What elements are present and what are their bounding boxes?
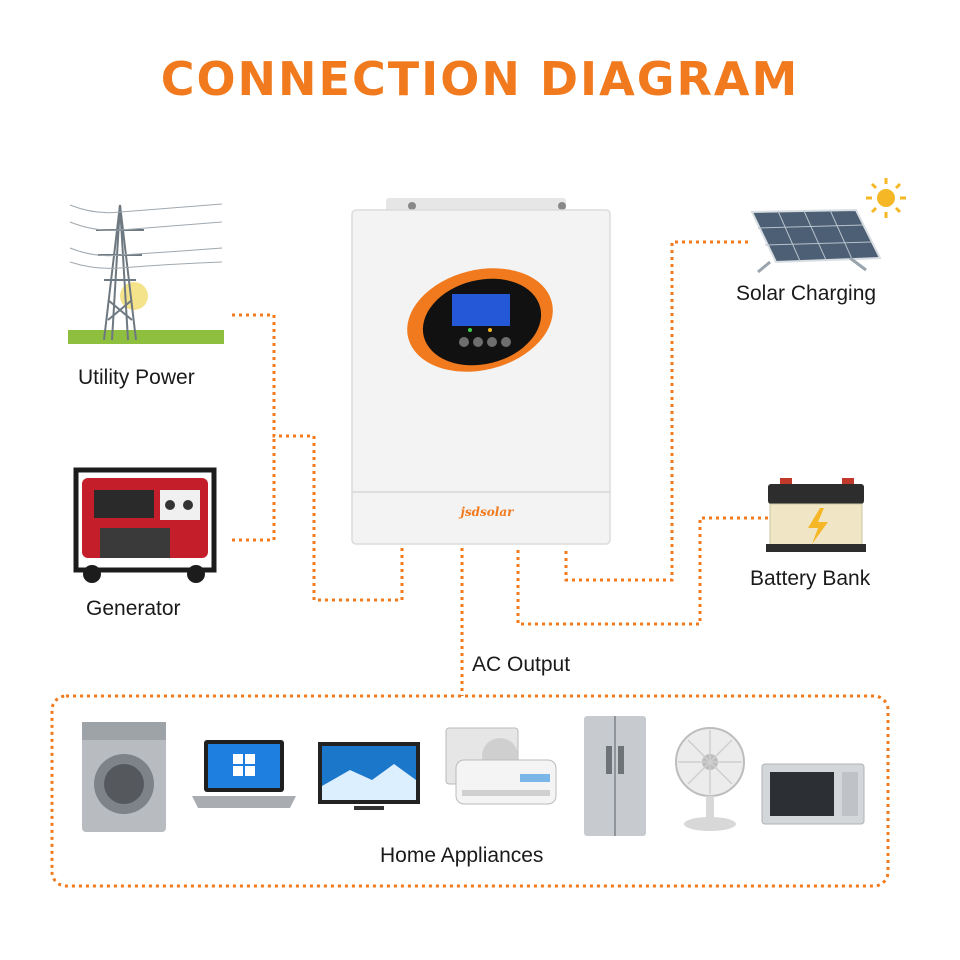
- appliances-frame: [50, 694, 890, 888]
- sun-icon: [866, 178, 906, 218]
- utility-line: [232, 313, 404, 602]
- solar-charging-label: Solar Charging: [736, 282, 877, 305]
- generator-label: Generator: [86, 597, 181, 620]
- generator-line: [232, 436, 276, 542]
- generator-icon: [73, 467, 217, 583]
- ac-output-label: AC Output: [472, 653, 571, 676]
- inverter-brand-label: jsdsolar: [460, 505, 514, 519]
- air-conditioner-icon: [445, 727, 557, 805]
- refrigerator-icon: [584, 716, 646, 836]
- washing-machine-icon: [82, 722, 166, 832]
- laptop-icon: [192, 740, 296, 808]
- fan-icon: [675, 727, 745, 831]
- battery-icon: [766, 478, 866, 552]
- home-appliances-label: Home Appliances: [380, 844, 544, 867]
- battery-bank-label: Battery Bank: [750, 567, 871, 590]
- solar-panel-icon: [750, 208, 882, 274]
- utility-power-label: Utility Power: [78, 366, 195, 389]
- power-tower-icon: [68, 203, 224, 344]
- tv-icon: [318, 742, 420, 810]
- connection-lines: [50, 240, 890, 888]
- solar-line: [564, 240, 748, 582]
- inverter-icon: [351, 198, 611, 545]
- microwave-icon: [761, 763, 865, 825]
- page-title: CONNECTION DIAGRAM: [160, 52, 800, 106]
